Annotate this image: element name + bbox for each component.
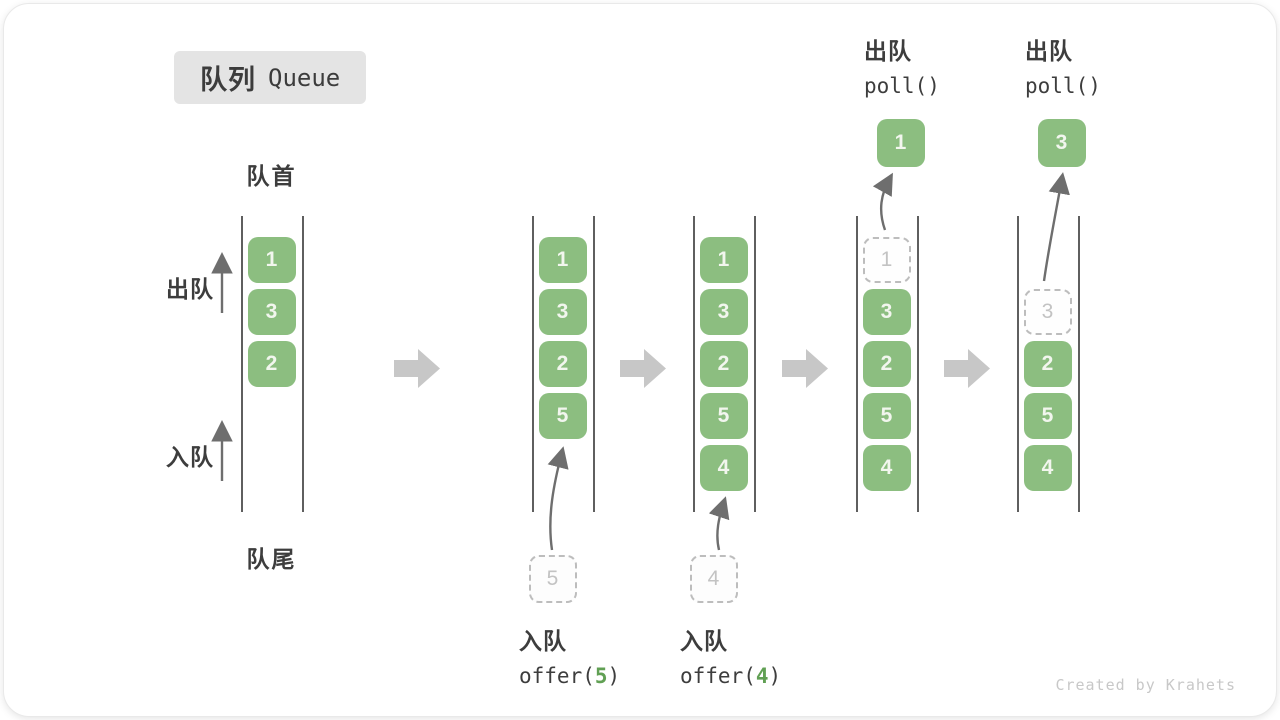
queue-cell: 2 [247,341,296,387]
label-enqueue-side: 入队 [166,444,214,470]
queue-cell: 4 [1023,445,1072,491]
queue-cell: 1 [538,237,587,283]
op-name-zh: 出队 [864,38,912,64]
watermark: Created by Krahets [1055,676,1236,694]
queue-cell: 4 [699,445,748,491]
label-queue-front: 队首 [246,163,297,189]
popped-element-box: 1 [876,119,925,167]
queue-cell-dashed: 3 [1023,289,1072,335]
queue-cell: 5 [538,393,587,439]
queue-cell: 4 [862,445,911,491]
queue-cell: 5 [1023,393,1072,439]
queue-wall-right [917,216,919,512]
queue-cell: 2 [538,341,587,387]
queue-cell-dashed: 1 [862,237,911,283]
queue-diagram: 队列 Queue 队首 队尾 出队 入队 1 3 2 1 3 2 5 5 入队 offer(5) 1… [3,3,1277,717]
op-arg-value: 5 [594,664,608,688]
queue-cell: 2 [699,341,748,387]
poll-3-path-arrow-icon [1042,172,1070,282]
op-arg-value: 4 [755,664,769,688]
queue-cell: 1 [699,237,748,283]
queue-wall-right [1078,216,1080,512]
step-arrow-icon [782,349,828,388]
popped-element-box: 3 [1037,119,1086,167]
op-name-zh: 入队 [680,628,728,654]
queue-wall-left [532,216,534,512]
queue-cell: 3 [862,289,911,335]
queue-wall-right [302,216,304,512]
queue-wall-right [754,216,756,512]
step-arrow-icon [944,349,990,388]
staged-element-box: 5 [528,555,577,603]
arrows-overlay [211,172,1070,551]
op-label-poll: 出队 poll() [864,32,940,98]
queue-wall-left [241,216,243,512]
op-code: offer(4) [680,664,782,688]
op-label-poll: 出队 poll() [1025,32,1101,98]
op-name-zh: 出队 [1025,38,1073,64]
enqueue-5-path-arrow-icon [547,446,569,551]
label-queue-rear: 队尾 [246,546,297,572]
queue-cell: 2 [1023,341,1072,387]
queue-cell: 3 [538,289,587,335]
staged-element-box: 4 [689,555,738,603]
step-arrow-icon [620,349,666,388]
op-label-offer: 入队 offer(5) [519,622,620,688]
queue-cell: 5 [699,393,748,439]
queue-cell: 3 [699,289,748,335]
op-name-zh: 入队 [519,628,567,654]
op-code: poll() [1025,74,1101,98]
title-en: Queue [268,63,341,92]
step-arrow-icon [394,349,440,388]
queue-cell: 5 [862,393,911,439]
queue-wall-right [593,216,595,512]
op-code: poll() [864,74,940,98]
queue-cell: 2 [862,341,911,387]
title-zh: 队列 [200,65,256,95]
enqueue-4-path-arrow-icon [708,496,730,551]
title-badge: 队列 Queue [174,51,367,104]
queue-wall-left [856,216,858,512]
op-code: offer(5) [519,664,621,688]
queue-wall-left [1017,216,1019,512]
op-label-offer: 入队 offer(4) [680,622,781,688]
label-dequeue-side: 出队 [166,276,214,302]
queue-cell: 3 [247,289,296,335]
queue-wall-left [693,216,695,512]
queue-cell: 1 [247,237,296,283]
poll-1-path-arrow-icon [872,172,893,231]
